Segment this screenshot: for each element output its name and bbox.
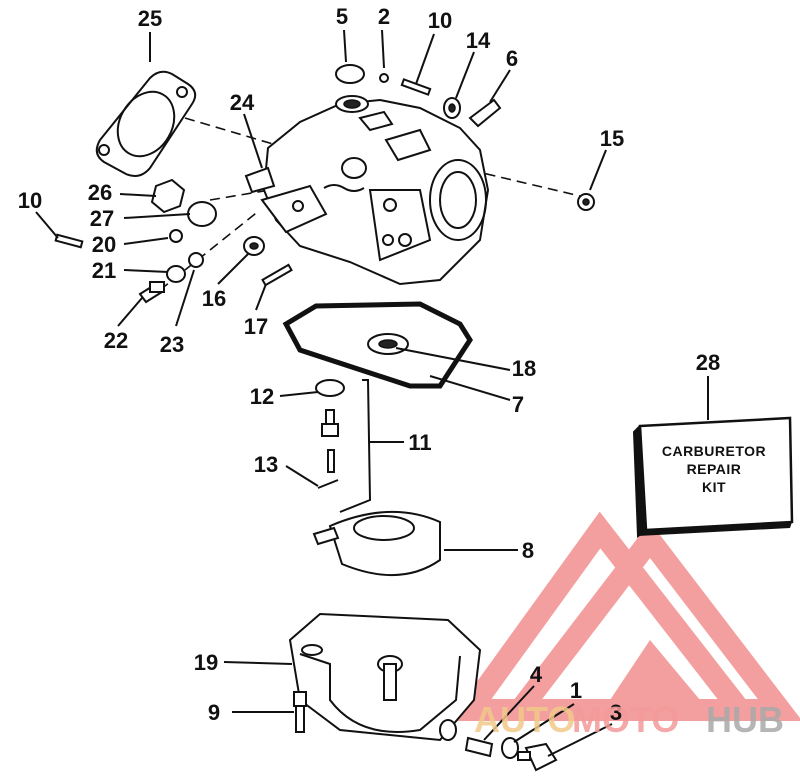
watermark-logo [448, 511, 800, 721]
callout-1: 1 [570, 678, 582, 703]
callout-labels: 25 5 2 10 14 6 15 24 26 27 10 20 21 22 2… [18, 4, 720, 725]
callout-26: 26 [88, 180, 112, 205]
callout-17: 17 [244, 314, 268, 339]
callout-25: 25 [138, 6, 162, 31]
gasket-12 [315, 379, 345, 397]
watermark-moto: MOTO [572, 699, 679, 740]
callout-18: 18 [512, 356, 536, 381]
kit-label-line3: KIT [702, 479, 726, 495]
needle-valve [321, 409, 339, 437]
float-bowl-19 [288, 612, 482, 742]
callout-13: 13 [254, 452, 278, 477]
callout-9: 9 [208, 700, 220, 725]
callout-2: 2 [378, 4, 390, 29]
packing-27 [187, 201, 217, 227]
washer-21 [166, 265, 186, 283]
callout-15: 15 [600, 126, 624, 151]
watermark-text: AUTO MOTO HUB [474, 699, 784, 740]
plug-5 [335, 64, 365, 84]
callout-22: 22 [104, 328, 128, 353]
callout-14: 14 [466, 28, 491, 53]
watermark-auto: AUTO [474, 699, 575, 740]
nut-26 [150, 178, 186, 214]
callout-21: 21 [92, 258, 116, 283]
needle-13 [327, 449, 335, 473]
repair-kit-box-28: CARBURETOR REPAIR KIT [632, 416, 794, 538]
leader-lines [35, 29, 709, 757]
watermark-hub: HUB [706, 699, 784, 740]
callout-6: 6 [506, 46, 518, 71]
alignment-line-fitting [469, 169, 581, 197]
float-8 [312, 510, 441, 577]
kit-label-line1: CARBURETOR [662, 443, 766, 459]
lockwasher-23 [188, 252, 204, 268]
callout-12: 12 [250, 384, 274, 409]
pin-13 [317, 479, 339, 489]
pin-10-left [54, 233, 84, 249]
callout-23: 23 [160, 332, 184, 357]
callout-7: 7 [512, 392, 524, 417]
callout-11: 11 [408, 430, 431, 455]
screw-17 [261, 263, 293, 287]
alignment-line-packing [209, 189, 271, 201]
callout-24: 24 [230, 90, 255, 115]
screw-9 [293, 691, 307, 733]
nut-15 [577, 193, 595, 211]
callout-4: 4 [530, 662, 543, 687]
callout-27: 27 [90, 206, 114, 231]
flange-gasket-25 [95, 70, 197, 177]
callout-28: 28 [696, 350, 720, 375]
callout-3: 3 [610, 700, 622, 725]
float-bowl-gasket-7 [282, 301, 473, 389]
callout-10-left: 10 [18, 188, 42, 213]
pin-10-top [400, 78, 432, 96]
screw-3 [517, 742, 558, 772]
callout-16: 16 [202, 286, 226, 311]
ball-2 [379, 73, 389, 83]
washer-14 [443, 97, 461, 119]
callout-5: 5 [336, 4, 348, 29]
kit-label-line2: REPAIR [687, 461, 742, 477]
callout-19: 19 [194, 650, 218, 675]
washer-1 [501, 737, 519, 759]
fitting-6 [468, 98, 502, 128]
screw-22 [138, 281, 165, 304]
plug-4 [464, 736, 494, 758]
callout-8: 8 [522, 538, 534, 563]
washer-16 [243, 236, 265, 256]
float-arm-11 [339, 379, 372, 513]
callout-20: 20 [92, 232, 116, 257]
carburetor-body [244, 95, 490, 286]
washer-20 [169, 229, 183, 243]
callout-10-top: 10 [428, 8, 452, 33]
